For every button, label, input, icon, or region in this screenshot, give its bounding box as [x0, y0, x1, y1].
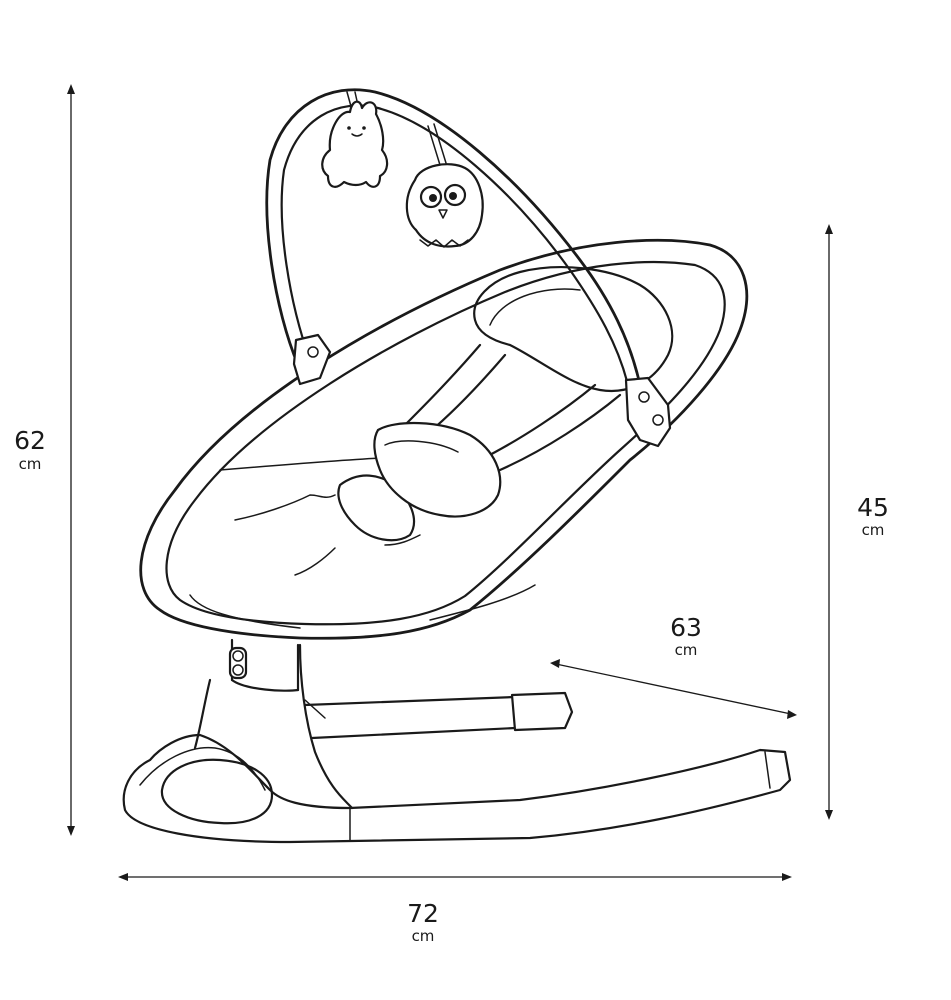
- height-total-unit: cm: [19, 455, 42, 473]
- dimension-width: 72 cm: [118, 873, 792, 945]
- dimension-height-seat: 45 cm: [825, 224, 889, 820]
- dimension-height-total: 62 cm: [14, 84, 75, 836]
- depth-value: 63: [670, 613, 702, 642]
- toy-arch: [265, 88, 672, 448]
- bouncer-seat: [139, 238, 749, 640]
- bouncer-base: [122, 638, 792, 844]
- width-unit: cm: [412, 927, 435, 945]
- dimension-depth: 63 cm: [550, 613, 797, 719]
- owl-toy: [405, 123, 484, 248]
- depth-unit: cm: [675, 641, 698, 659]
- bunny-toy: [321, 91, 389, 188]
- height-seat-unit: cm: [862, 521, 885, 539]
- width-value: 72: [407, 899, 439, 928]
- height-total-value: 62: [14, 426, 46, 455]
- height-seat-value: 45: [857, 493, 889, 522]
